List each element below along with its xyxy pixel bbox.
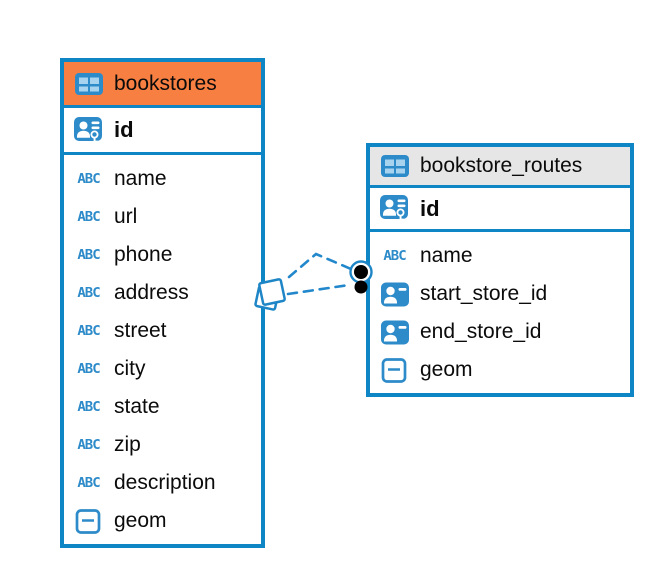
primary-key-row[interactable]: id <box>64 108 261 155</box>
text-column-icon-glyph: ABC <box>77 399 100 415</box>
text-column-icon: ABC <box>73 247 104 263</box>
primary-key-label: id <box>420 195 440 221</box>
column-label: start_store_id <box>420 282 548 305</box>
column-row-url[interactable]: ABC url <box>64 198 261 236</box>
column-row-end_store_id[interactable]: end_store_id <box>370 313 630 351</box>
column-label: geom <box>114 509 167 532</box>
text-column-icon-glyph: ABC <box>77 171 100 187</box>
table-title: bookstore_routes <box>420 154 583 177</box>
primary-key-icon <box>73 115 104 146</box>
geometry-column-icon <box>73 508 104 535</box>
text-column-icon: ABC <box>73 361 104 377</box>
table-icon <box>379 153 410 179</box>
geometry-column-icon <box>379 357 410 384</box>
column-rows: ABC name start_store_id end_store_id geom <box>370 232 630 393</box>
foreign-key-column-icon <box>379 319 410 346</box>
column-label: zip <box>114 433 141 456</box>
column-row-name[interactable]: ABC name <box>64 160 261 198</box>
table-header[interactable]: bookstore_routes <box>370 147 630 188</box>
column-label: name <box>420 244 473 267</box>
text-column-icon: ABC <box>73 323 104 339</box>
table-icon <box>73 71 104 97</box>
column-row-name[interactable]: ABC name <box>370 237 630 275</box>
column-row-start_store_id[interactable]: start_store_id <box>370 275 630 313</box>
primary-key-row[interactable]: id <box>370 188 630 232</box>
column-label: state <box>114 395 160 418</box>
text-column-icon: ABC <box>73 285 104 301</box>
column-row-zip[interactable]: ABC zip <box>64 426 261 464</box>
foreign-key-column-icon <box>379 281 410 308</box>
text-column-icon: ABC <box>379 248 410 264</box>
column-label: url <box>114 205 138 228</box>
text-column-icon-glyph: ABC <box>77 361 100 377</box>
relationship-line-lower[interactable] <box>286 283 351 296</box>
primary-key-label: id <box>114 117 134 142</box>
table-header[interactable]: bookstores <box>64 62 261 108</box>
text-column-icon-glyph: ABC <box>77 285 100 301</box>
column-label: description <box>114 471 216 494</box>
column-row-geom[interactable]: geom <box>64 502 261 540</box>
text-column-icon: ABC <box>73 475 104 491</box>
text-column-icon-glyph: ABC <box>77 437 100 453</box>
column-label: name <box>114 167 167 190</box>
text-column-icon: ABC <box>73 437 104 453</box>
column-row-street[interactable]: ABC street <box>64 312 261 350</box>
primary-key-icon <box>379 193 410 224</box>
column-row-description[interactable]: ABC description <box>64 464 261 502</box>
relationship-line-upper[interactable] <box>287 252 353 279</box>
column-label: geom <box>420 358 473 381</box>
text-column-icon: ABC <box>73 209 104 225</box>
text-column-icon-glyph: ABC <box>77 209 100 225</box>
column-label: end_store_id <box>420 320 542 343</box>
table-title: bookstores <box>114 71 217 95</box>
text-column-icon-glyph: ABC <box>77 323 100 339</box>
text-column-icon-glyph: ABC <box>77 247 100 263</box>
column-row-city[interactable]: ABC city <box>64 350 261 388</box>
column-row-state[interactable]: ABC state <box>64 388 261 426</box>
column-label: phone <box>114 243 173 266</box>
column-row-phone[interactable]: ABC phone <box>64 236 261 274</box>
column-row-address[interactable]: ABC address <box>64 274 261 312</box>
text-column-icon-glyph: ABC <box>77 475 100 491</box>
column-label: address <box>114 281 189 304</box>
column-label: city <box>114 357 146 380</box>
text-column-icon: ABC <box>73 399 104 415</box>
text-column-icon-glyph: ABC <box>383 248 406 264</box>
text-column-icon: ABC <box>73 171 104 187</box>
column-label: street <box>114 319 167 342</box>
column-row-geom[interactable]: geom <box>370 351 630 389</box>
